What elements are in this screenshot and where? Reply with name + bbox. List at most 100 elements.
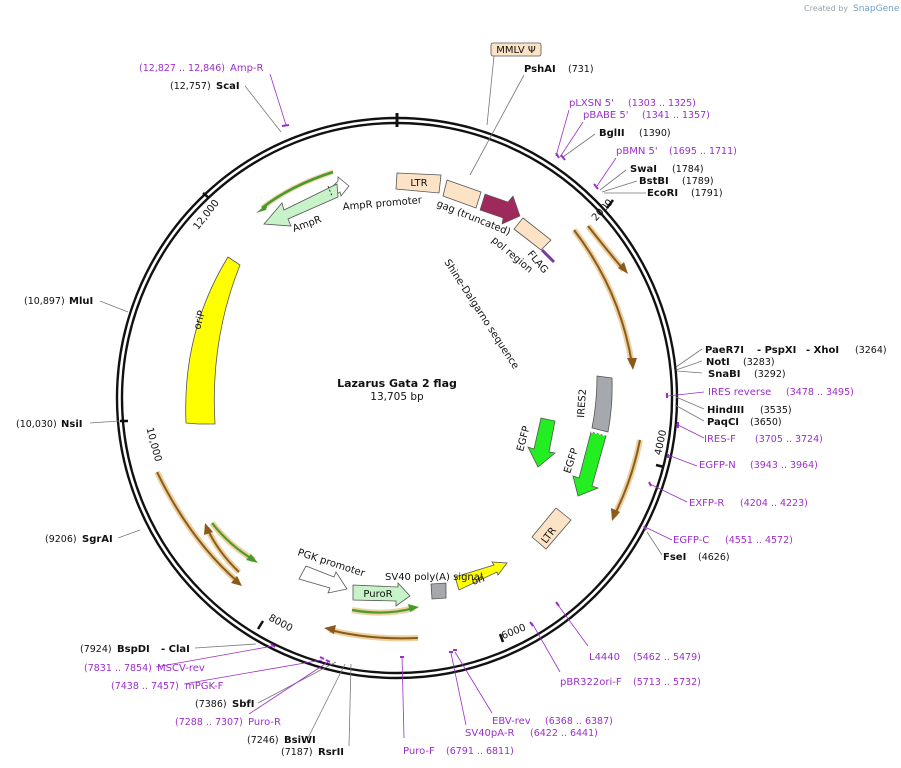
primer-ampr[interactable]: (12,827 .. 12,846) Amp-R [139,63,264,74]
puror-feature[interactable]: PuroR [352,581,411,607]
primer-egfpn-name: EGFP-N [699,460,736,471]
site-bspdi-pos: (7924) [80,644,112,655]
primer-purof[interactable]: Puro-F (6791 .. 6811) [403,746,514,757]
site-rsrii[interactable]: (7187) RsrII [281,747,344,758]
primer-markers [270,124,679,663]
sv40-polya-feature[interactable]: SV40 poly(A) signal [385,572,483,600]
site-paer7i[interactable]: PaeR7I - PspXI - XhoI (3264) [705,345,887,356]
site-nsii[interactable]: (10,030) NsiI [16,419,82,430]
green-arrow-left [209,521,258,563]
ltr-top-feature[interactable]: LTR [395,172,442,194]
gag-arrow-feature[interactable] [479,193,521,225]
primer-puror-pos: (7288 .. 7307) [175,717,243,728]
site-bsiwi[interactable]: (7246) BsiWI [247,735,316,746]
site-swai[interactable]: SwaI (1784) [630,164,704,175]
primer-mpgkf[interactable]: (7438 .. 7457) mPGK-F [111,681,224,692]
site-ecori-name: EcoRI [647,188,678,199]
mmlv-psi-feature[interactable]: MMLV Ψ [490,42,542,57]
site-pshai-name: PshAI [524,64,556,75]
site-noti-name: NotI [706,357,730,368]
site-sbfi-name: SbfI [232,699,254,710]
orange-arrow-bottom [324,625,419,642]
primer-msczrev[interactable]: (7831 .. 7854) MSCV-rev [84,663,205,674]
primer-egfpn[interactable]: EGFP-N (3943 .. 3964) [699,460,818,471]
ori-label: ori [471,573,487,587]
sv40-polya-label: SV40 poly(A) signal [385,572,483,583]
site-snabi[interactable]: SnaBI (3292) [708,369,786,380]
snapgene-branding: Created by SnapGene [804,4,900,14]
primer-puror[interactable]: (7288 .. 7307) Puro-R [175,717,281,728]
primer-pbmn-name: pBMN 5' [616,146,658,157]
site-rsrii-name: RsrII [318,747,344,758]
snapgene-logo-text: SnapGene [853,4,900,14]
site-sgrai[interactable]: (9206) SgrAI [45,534,113,545]
primer-pbr322-name: pBR322ori-F [560,677,622,688]
primer-purof-name: Puro-F [403,746,435,757]
site-noti[interactable]: NotI (3283) [706,357,775,368]
primer-pbr322[interactable]: pBR322ori-F (5713 .. 5732) [560,677,701,688]
primer-exfpr-pos: (4204 .. 4223) [740,498,808,509]
primer-exfpr[interactable]: EXFP-R (4204 .. 4223) [689,498,808,509]
site-hindiii[interactable]: HindIII (3535) [707,405,792,416]
primer-egfpc-pos: (4551 .. 4572) [725,535,793,546]
egfp-feature-1[interactable]: EGFP [515,417,556,468]
primer-mpgkf-name: mPGK-F [185,681,224,692]
site-nsii-name: NsiI [61,419,82,430]
primer-pbabe[interactable]: pBABE 5' (1341 .. 1357) [583,110,710,121]
primer-pbmn[interactable]: pBMN 5' (1695 .. 1711) [616,146,737,157]
site-bspdi-name: BspDI [117,644,150,655]
primer-iresrev[interactable]: IRES reverse (3478 .. 3495) [708,387,854,398]
orip-feature[interactable]: oriP [185,256,241,425]
site-bsiwi-name: BsiWI [284,735,316,746]
site-rsrii-pos: (7187) [281,747,313,758]
orange-arrow-right-3 [611,439,643,521]
primer-ebvrev[interactable]: EBV-rev (6368 .. 6387) [492,716,613,727]
site-fsei-pos: (4626) [698,552,730,563]
primer-puror-name: Puro-R [248,717,281,728]
primer-pbabe-pos: (1341 .. 1357) [642,110,710,121]
tick-marks [120,192,665,643]
site-sgrai-pos: (9206) [45,534,77,545]
primer-msczrev-pos: (7831 .. 7854) [84,663,152,674]
site-sbfi[interactable]: (7386) SbfI [195,699,254,710]
site-bglii-pos: (1390) [639,128,671,139]
egfp-feature-2[interactable]: EGFP [562,431,607,497]
site-swai-pos: (1784) [672,164,704,175]
site-pshai[interactable]: PshAI (731) [524,64,594,75]
primer-egfpc-name: EGFP-C [673,535,709,546]
site-bsiwi-pos: (7246) [247,735,279,746]
ampr-feature[interactable]: AmpR [263,183,339,235]
primer-plxsn[interactable]: pLXSN 5' (1303 .. 1325) [569,98,696,109]
site-mlui[interactable]: (10,897) MluI [24,296,93,307]
ampr-direction-arrow [256,169,334,213]
site-bspdi[interactable]: (7924) BspDI - ClaI [80,644,190,655]
site-pspxi-name: - PspXI [757,345,796,356]
primer-l4440[interactable]: L4440 (5462 .. 5479) [589,652,701,663]
site-bglii[interactable]: BglII (1390) [599,128,671,139]
primer-iresf[interactable]: IRES-F (3705 .. 3724) [704,434,823,445]
shine-dalgarno-label: Shine-Dalgarno sequence [441,258,520,372]
site-paer7i-name: PaeR7I [705,345,744,356]
ires2-feature[interactable]: IRES2 [576,375,613,433]
primer-ebvrev-name: EBV-rev [492,716,531,727]
primer-egfpc[interactable]: EGFP-C (4551 .. 4572) [673,535,793,546]
site-ecori-pos: (1791) [691,188,723,199]
ltr-bottom-feature[interactable]: LTR [531,507,572,550]
ires2-label: IRES2 [576,389,589,419]
primer-l4440-pos: (5462 .. 5479) [633,652,701,663]
primer-msczrev-name: MSCV-rev [157,663,205,674]
created-by-text: Created by [804,4,848,13]
primer-plxsn-pos: (1303 .. 1325) [628,98,696,109]
primer-sv40par[interactable]: SV40pA-R (6422 .. 6441) [465,728,598,739]
site-fsei[interactable]: FseI (4626) [663,552,730,563]
primer-exfpr-name: EXFP-R [689,498,724,509]
primer-pbabe-name: pBABE 5' [583,110,629,121]
site-paqci[interactable]: PaqCI (3650) [707,417,782,428]
site-ecori[interactable]: EcoRI (1791) [647,188,723,199]
site-hindiii-pos: (3535) [760,405,792,416]
tick-label-8000: 8000 [267,613,295,635]
site-scai-pos: (12,757) [170,81,211,92]
ori-feature[interactable]: ori [454,561,508,591]
site-scai[interactable]: (12,757) ScaI [170,81,240,92]
site-bstbi[interactable]: BstBI (1789) [639,176,714,187]
